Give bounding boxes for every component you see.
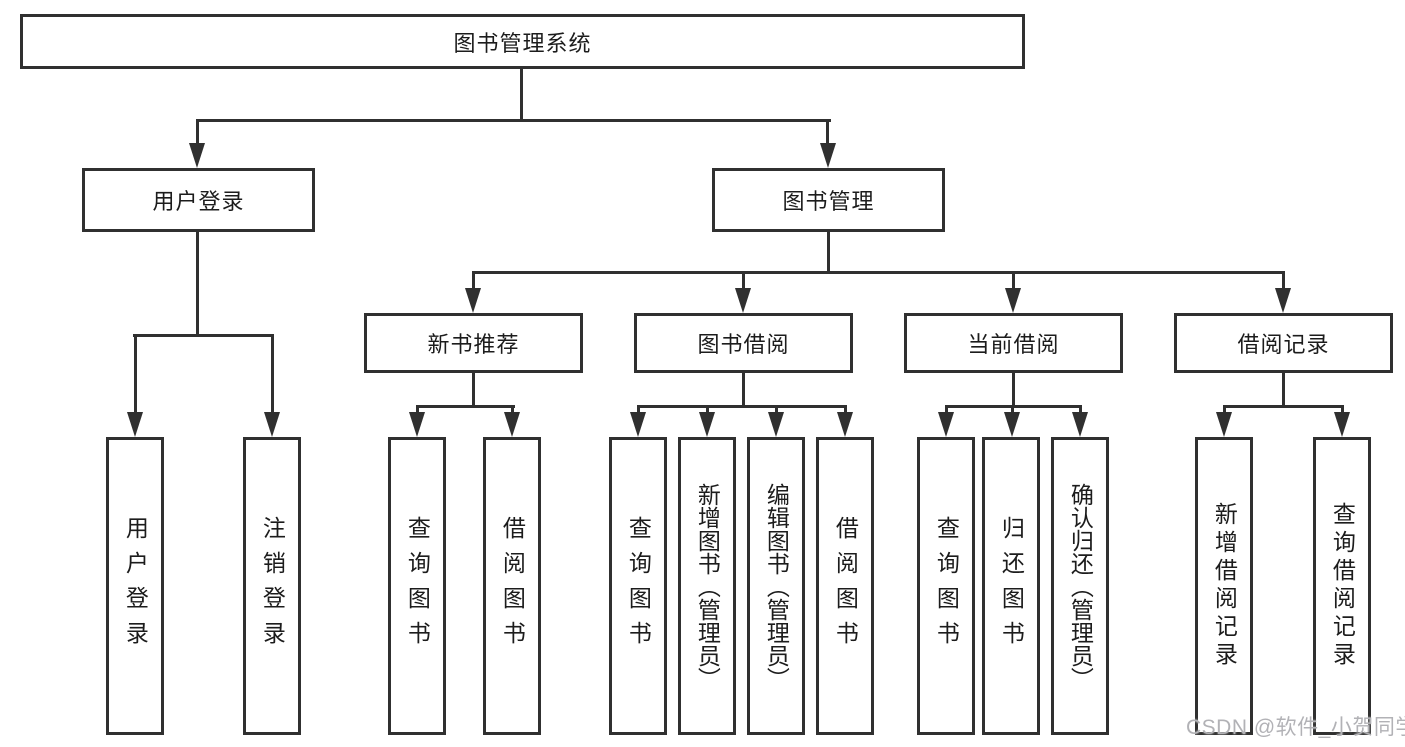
connector-vline xyxy=(826,119,829,147)
node-book-management-label: 图书管理 xyxy=(782,189,875,214)
node-new-book-recommend: 新书推荐 xyxy=(364,313,583,373)
connector-vline xyxy=(416,405,419,415)
arrowhead-down xyxy=(1275,288,1291,313)
leaf-cb-confirm-return-label: 确认归还（管理员） xyxy=(1067,482,1094,690)
connector-vline xyxy=(844,405,847,415)
connector-vline xyxy=(1079,405,1082,415)
arrowhead-down xyxy=(837,412,853,437)
connector-vline xyxy=(1282,371,1285,407)
node-current-borrow: 当前借阅 xyxy=(904,313,1123,373)
arrowhead-down xyxy=(189,143,205,168)
leaf-user-login: 用户登录 xyxy=(106,437,164,735)
arrowhead-down xyxy=(735,288,751,313)
connector-vline xyxy=(945,405,948,415)
connector-vline xyxy=(472,371,475,407)
leaf-nbr-query-book: 查询图书 xyxy=(388,437,446,735)
leaf-cb-query-book: 查询图书 xyxy=(917,437,975,735)
arrowhead-down xyxy=(127,412,143,437)
leaf-cb-confirm-return: 确认归还（管理员） xyxy=(1051,437,1109,735)
connector-vline xyxy=(775,405,778,415)
leaf-br-query-record: 查询借阅记录 xyxy=(1313,437,1371,735)
connector-vline xyxy=(1282,271,1285,291)
connector-hline xyxy=(637,405,847,408)
node-user-login: 用户登录 xyxy=(82,168,315,232)
leaf-logout: 注销登录 xyxy=(243,437,301,735)
node-book-management: 图书管理 xyxy=(712,168,945,232)
connector-vline xyxy=(827,230,830,273)
arrowhead-down xyxy=(768,412,784,437)
leaf-br-query-record-label: 查询借阅记录 xyxy=(1329,502,1356,670)
connector-hline xyxy=(472,271,1285,274)
leaf-bb-borrow-book-label: 借阅图书 xyxy=(832,516,859,656)
node-book-borrow: 图书借阅 xyxy=(634,313,853,373)
connector-vline xyxy=(1012,371,1015,407)
arrowhead-down xyxy=(1004,412,1020,437)
connector-vline xyxy=(196,230,199,336)
connector-vline xyxy=(271,334,274,416)
connector-vline xyxy=(637,405,640,415)
leaf-cb-query-book-label: 查询图书 xyxy=(933,516,960,656)
node-root-label: 图书管理系统 xyxy=(453,30,592,56)
connector-hline xyxy=(416,405,515,408)
connector-hline xyxy=(1223,405,1344,408)
leaf-bb-borrow-book: 借阅图书 xyxy=(816,437,874,735)
arrowhead-down xyxy=(630,412,646,437)
arrowhead-down xyxy=(699,412,715,437)
leaf-cb-return-book-label: 归还图书 xyxy=(998,516,1025,656)
connector-vline xyxy=(511,405,514,415)
leaf-br-add-record-label: 新增借阅记录 xyxy=(1211,502,1238,670)
arrowhead-down xyxy=(820,143,836,168)
connector-vline xyxy=(1341,405,1344,415)
leaf-bb-query-book-label: 查询图书 xyxy=(625,516,652,656)
leaf-cb-return-book: 归还图书 xyxy=(982,437,1040,735)
leaf-bb-edit-book-label: 编辑图书（管理员） xyxy=(763,482,790,690)
connector-hline xyxy=(196,119,831,122)
connector-hline xyxy=(133,334,274,337)
leaf-br-add-record: 新增借阅记录 xyxy=(1195,437,1253,735)
node-user-login-label: 用户登录 xyxy=(152,189,245,214)
arrowhead-down xyxy=(409,412,425,437)
arrowhead-down xyxy=(264,412,280,437)
leaf-user-login-label: 用户登录 xyxy=(122,516,149,656)
arrowhead-down xyxy=(1216,412,1232,437)
connector-vline xyxy=(196,119,199,147)
connector-vline xyxy=(1011,405,1014,415)
connector-vline xyxy=(134,334,137,416)
arrowhead-down xyxy=(1334,412,1350,437)
node-root: 图书管理系统 xyxy=(20,14,1025,69)
arrowhead-down xyxy=(1005,288,1021,313)
node-borrow-record: 借阅记录 xyxy=(1174,313,1393,373)
node-book-borrow-label: 图书借阅 xyxy=(697,332,790,357)
csdn-watermark: CSDN @软件_小贺同学 xyxy=(1186,716,1405,739)
arrowhead-down xyxy=(1072,412,1088,437)
leaf-bb-edit-book: 编辑图书（管理员） xyxy=(747,437,805,735)
connector-vline xyxy=(520,67,523,121)
leaf-logout-label: 注销登录 xyxy=(259,516,286,656)
leaf-bb-add-book: 新增图书（管理员） xyxy=(678,437,736,735)
arrowhead-down xyxy=(465,288,481,313)
leaf-nbr-borrow-book-label: 借阅图书 xyxy=(499,516,526,656)
connector-vline xyxy=(472,271,475,291)
node-new-book-recommend-label: 新书推荐 xyxy=(427,332,520,357)
connector-vline xyxy=(1012,271,1015,291)
arrowhead-down xyxy=(938,412,954,437)
leaf-bb-query-book: 查询图书 xyxy=(609,437,667,735)
arrowhead-down xyxy=(504,412,520,437)
connector-vline xyxy=(742,371,745,407)
node-borrow-record-label: 借阅记录 xyxy=(1237,332,1330,357)
leaf-nbr-borrow-book: 借阅图书 xyxy=(483,437,541,735)
node-current-borrow-label: 当前借阅 xyxy=(967,332,1060,357)
leaf-nbr-query-book-label: 查询图书 xyxy=(404,516,431,656)
connector-vline xyxy=(742,271,745,291)
connector-vline xyxy=(706,405,709,415)
connector-vline xyxy=(1223,405,1226,415)
leaf-bb-add-book-label: 新增图书（管理员） xyxy=(694,482,721,690)
